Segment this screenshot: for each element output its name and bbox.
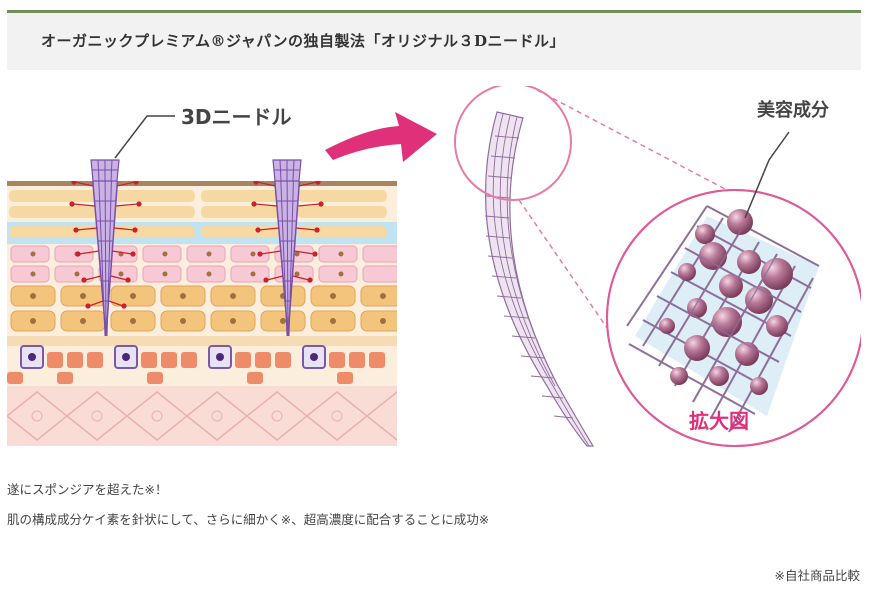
needle-illustration: 3Dニードル <box>7 86 861 448</box>
description-line-1: 遂にスポンジアを超えた※！ <box>7 482 168 497</box>
zoom-circle <box>606 131 861 447</box>
needle-right <box>251 181 324 337</box>
comparison-note: ※自社商品比較 <box>774 568 860 583</box>
section-title: オーガニックプレミアム®ジャパンの独自製法「オリジナル３Dニードル」 <box>41 32 565 50</box>
arrow-icon <box>325 112 437 162</box>
zoom-label: 拡大図 <box>689 409 749 433</box>
needle-left <box>69 181 142 337</box>
description-line-2: 肌の構成成分ケイ素を針状にして、さらに細かく※、超高濃度に配合することに成功※ <box>7 512 490 527</box>
needle-label: 3Dニードル <box>181 105 292 129</box>
needle-magnified <box>454 86 728 447</box>
section-heading: オーガニックプレミアム®ジャパンの独自製法「オリジナル３Dニードル」 <box>7 13 861 70</box>
skin-diagram <box>7 181 397 446</box>
ingredient-label: 美容成分 <box>757 99 829 121</box>
section-top-border <box>7 10 861 13</box>
